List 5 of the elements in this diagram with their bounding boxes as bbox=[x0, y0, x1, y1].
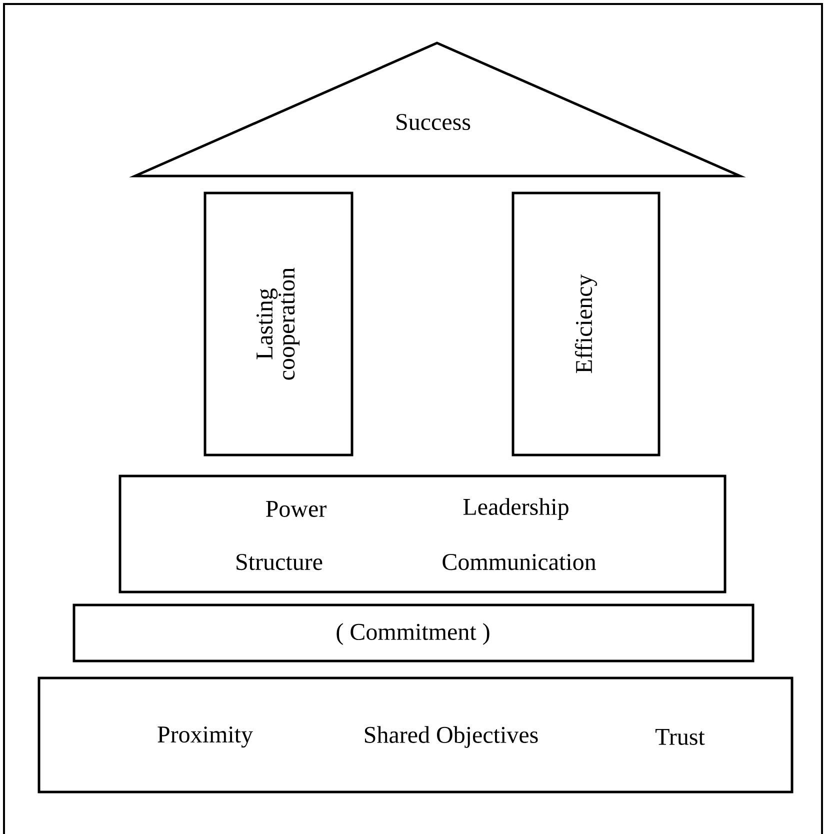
pillar-box: Efficiency bbox=[512, 192, 660, 456]
step-box: ( Commitment ) bbox=[72, 604, 754, 662]
beam-box: Power Leadership Structure Communication bbox=[118, 474, 726, 594]
pillar-box: Lasting cooperation bbox=[204, 192, 354, 456]
foundation-box: Proximity Shared Objectives Trust bbox=[38, 676, 794, 794]
